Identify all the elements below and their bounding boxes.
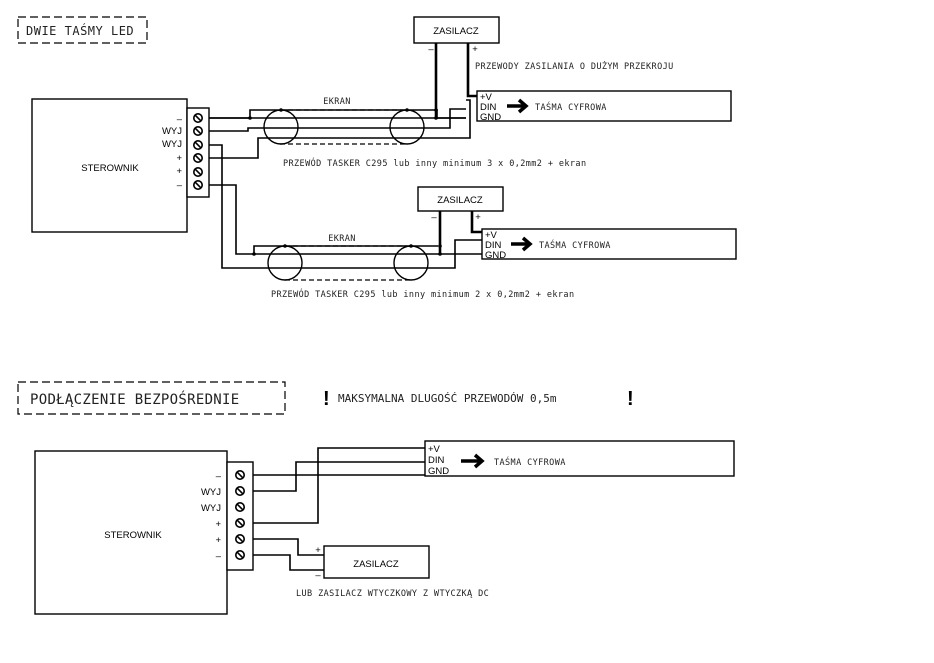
terminal-labels-1: – WYJ WYJ + + – (162, 114, 183, 191)
arrow-right-icon (511, 236, 533, 252)
pin-label: +V (480, 92, 493, 103)
psu-3-note: LUB ZASILACZ WTYCZKOWY Z WTYCZKĄ DC (296, 589, 489, 599)
cable-note-2: PRZEWÓD TASKER C295 lub inny minimum 2 x… (271, 288, 574, 300)
arrow-right-icon (507, 98, 529, 114)
shield-label-2: EKRAN (328, 234, 356, 244)
psu-3-minus: – (315, 570, 321, 581)
cable-2-wires: EKRAN PRZEWÓD TASKER C295 lub inny minim… (209, 144, 574, 300)
psu-2-label: ZASILACZ (437, 195, 483, 206)
terminal-label: + (215, 535, 221, 546)
warning: ! MAKSYMALNA DLUGOŚĆ PRZEWODÓW 0,5m ! (323, 388, 634, 410)
psu-1-minus: – (428, 44, 434, 55)
pin-label: GND (480, 112, 501, 123)
terminal-label: + (176, 153, 182, 164)
warning-text: MAKSYMALNA DLUGOŚĆ PRZEWODÓW 0,5m (338, 392, 557, 405)
psu-1: ZASILACZ – + PRZEWODY ZASILANIA O DUŻYM … (413, 16, 674, 120)
terminal-label: WYJ (201, 503, 221, 514)
terminal-label: WYJ (201, 487, 221, 498)
power-wire-note: PRZEWODY ZASILANIA O DUŻYM PRZEKROJU (475, 61, 674, 72)
warning-icon: ! (627, 388, 634, 410)
psu-2-plus: + (475, 212, 481, 223)
psu-3-plus: + (315, 545, 321, 556)
terminal-block-2 (226, 461, 254, 571)
cable-note-1: PRZEWÓD TASKER C295 lub inny minimum 3 x… (283, 157, 586, 169)
terminal-block-1 (186, 107, 210, 198)
strip-1-label: TAŚMA CYFROWA (535, 101, 607, 113)
strip-2-label: TAŚMA CYFROWA (539, 239, 611, 251)
terminal-label: + (215, 519, 221, 530)
strip-3-label: TAŚMA CYFROWA (494, 456, 566, 468)
terminal-label: – (177, 114, 183, 125)
warning-icon: ! (323, 388, 330, 410)
direct-wires (253, 447, 425, 571)
psu-3-label: ZASILACZ (353, 559, 399, 570)
pin-label: +V (485, 230, 498, 241)
pin-label: DIN (428, 455, 445, 466)
arrow-right-icon (461, 453, 485, 469)
cable-1-wires: EKRAN PRZEWÓD TASKER C295 lub inny minim… (209, 97, 586, 169)
led-strip-2: +V DIN GND TAŚMA CYFROWA (481, 228, 737, 261)
pin-label: DIN (485, 240, 502, 251)
led-strip-3: +V DIN GND TAŚMA CYFROWA (424, 440, 735, 477)
psu-2: ZASILACZ – + (417, 186, 504, 256)
controller-2: STEROWNIK – WYJ WYJ + + – (34, 450, 254, 615)
controller-1: STEROWNIK – WYJ WYJ + + – (31, 98, 210, 233)
shield-label-1: EKRAN (323, 97, 351, 107)
pin-label: DIN (480, 102, 497, 113)
pin-label: +V (428, 444, 441, 455)
section2-title: PODŁĄCZENIE BEZPOŚREDNIE (30, 390, 240, 408)
pin-label: GND (485, 250, 506, 261)
section1-title-box: DWIE TAŚMY LED (17, 16, 148, 44)
section1-title: DWIE TAŚMY LED (26, 23, 134, 38)
section2-title-box: PODŁĄCZENIE BEZPOŚREDNIE (17, 381, 286, 415)
psu-1-label: ZASILACZ (433, 26, 479, 37)
terminal-label: – (177, 180, 183, 191)
psu-3: ZASILACZ + – LUB ZASILACZ WTYCZKOWY Z WT… (296, 545, 489, 599)
terminal-label: WYJ (162, 139, 182, 150)
pin-label: GND (428, 466, 449, 477)
terminal-label: – (216, 471, 222, 482)
controller-1-label: STEROWNIK (81, 163, 139, 174)
controller-2-label: STEROWNIK (104, 530, 162, 541)
terminal-label: + (176, 166, 182, 177)
terminal-label: WYJ (162, 126, 182, 137)
psu-2-minus: – (431, 212, 437, 223)
terminal-label: – (216, 551, 222, 562)
led-strip-1: +V DIN GND TAŚMA CYFROWA (476, 90, 732, 123)
psu-1-plus: + (472, 44, 478, 55)
